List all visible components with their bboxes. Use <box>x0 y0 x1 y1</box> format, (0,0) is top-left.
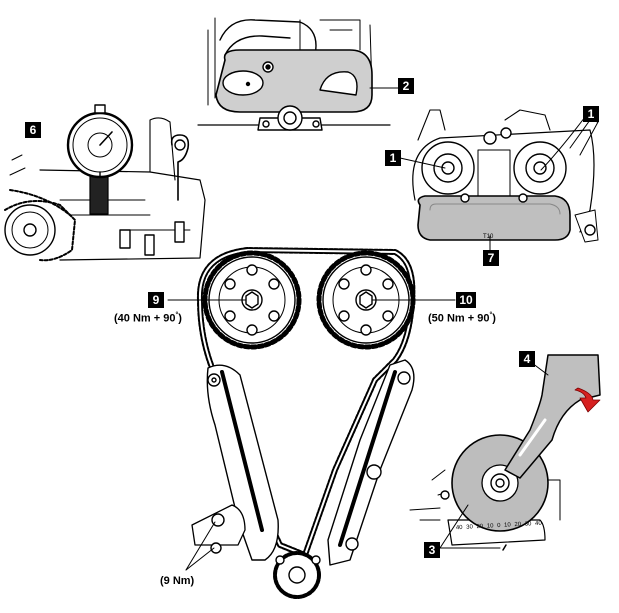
angle-gauge-view <box>409 354 601 551</box>
callout-6: 6 <box>25 122 41 138</box>
scale-tick: 20 <box>514 521 522 529</box>
callout-2: 2 <box>398 78 414 94</box>
torque-label-9: (40 Nm + 90°) <box>114 312 182 325</box>
scale-tick: 20 <box>476 523 484 531</box>
torque-close: ) <box>492 312 496 325</box>
torque-label-10: (50 Nm + 90°) <box>428 312 496 325</box>
callout-1-right: 1 <box>583 106 599 122</box>
scale-tick: 10 <box>486 523 494 530</box>
camshaft-housing-view: T10 <box>399 109 599 256</box>
scale-tick: 40 <box>455 524 463 532</box>
torque-value: (40 Nm + 90 <box>114 312 176 325</box>
degree-symbol: ° <box>175 312 179 319</box>
camshaft-locking-plate-view <box>197 17 399 131</box>
degree-symbol: ° <box>489 312 493 319</box>
left-tensioner-rail <box>206 364 279 561</box>
timing-chain-main <box>167 247 456 599</box>
rotation-arrow <box>574 387 601 413</box>
locking-plate <box>215 49 373 113</box>
callout-7: 7 <box>483 250 499 266</box>
scale-tick: 30 <box>524 521 532 528</box>
callout-10: 10 <box>456 292 476 308</box>
callout-9: 9 <box>148 292 164 308</box>
torque-value: (50 Nm + 90 <box>428 312 490 325</box>
torque-close: ) <box>178 312 182 325</box>
camshaft-plate <box>417 195 571 241</box>
callout-3: 3 <box>424 542 440 558</box>
scale-tick: 30 <box>466 524 474 531</box>
left-camshaft-sprocket <box>202 250 302 350</box>
wrench-handle <box>504 354 601 479</box>
callout-4: 4 <box>519 351 535 367</box>
scale-tick: 0 <box>497 522 501 530</box>
tool-marking: T10 <box>483 234 494 240</box>
scale-tick: 40 <box>534 520 542 528</box>
right-camshaft-sprocket <box>316 250 416 350</box>
dial-gauge-view <box>4 104 206 262</box>
callout-1-left: 1 <box>385 150 401 166</box>
scale-tick: 10 <box>503 522 511 529</box>
torque-label-guide-bolts: (9 Nm) <box>160 575 195 587</box>
